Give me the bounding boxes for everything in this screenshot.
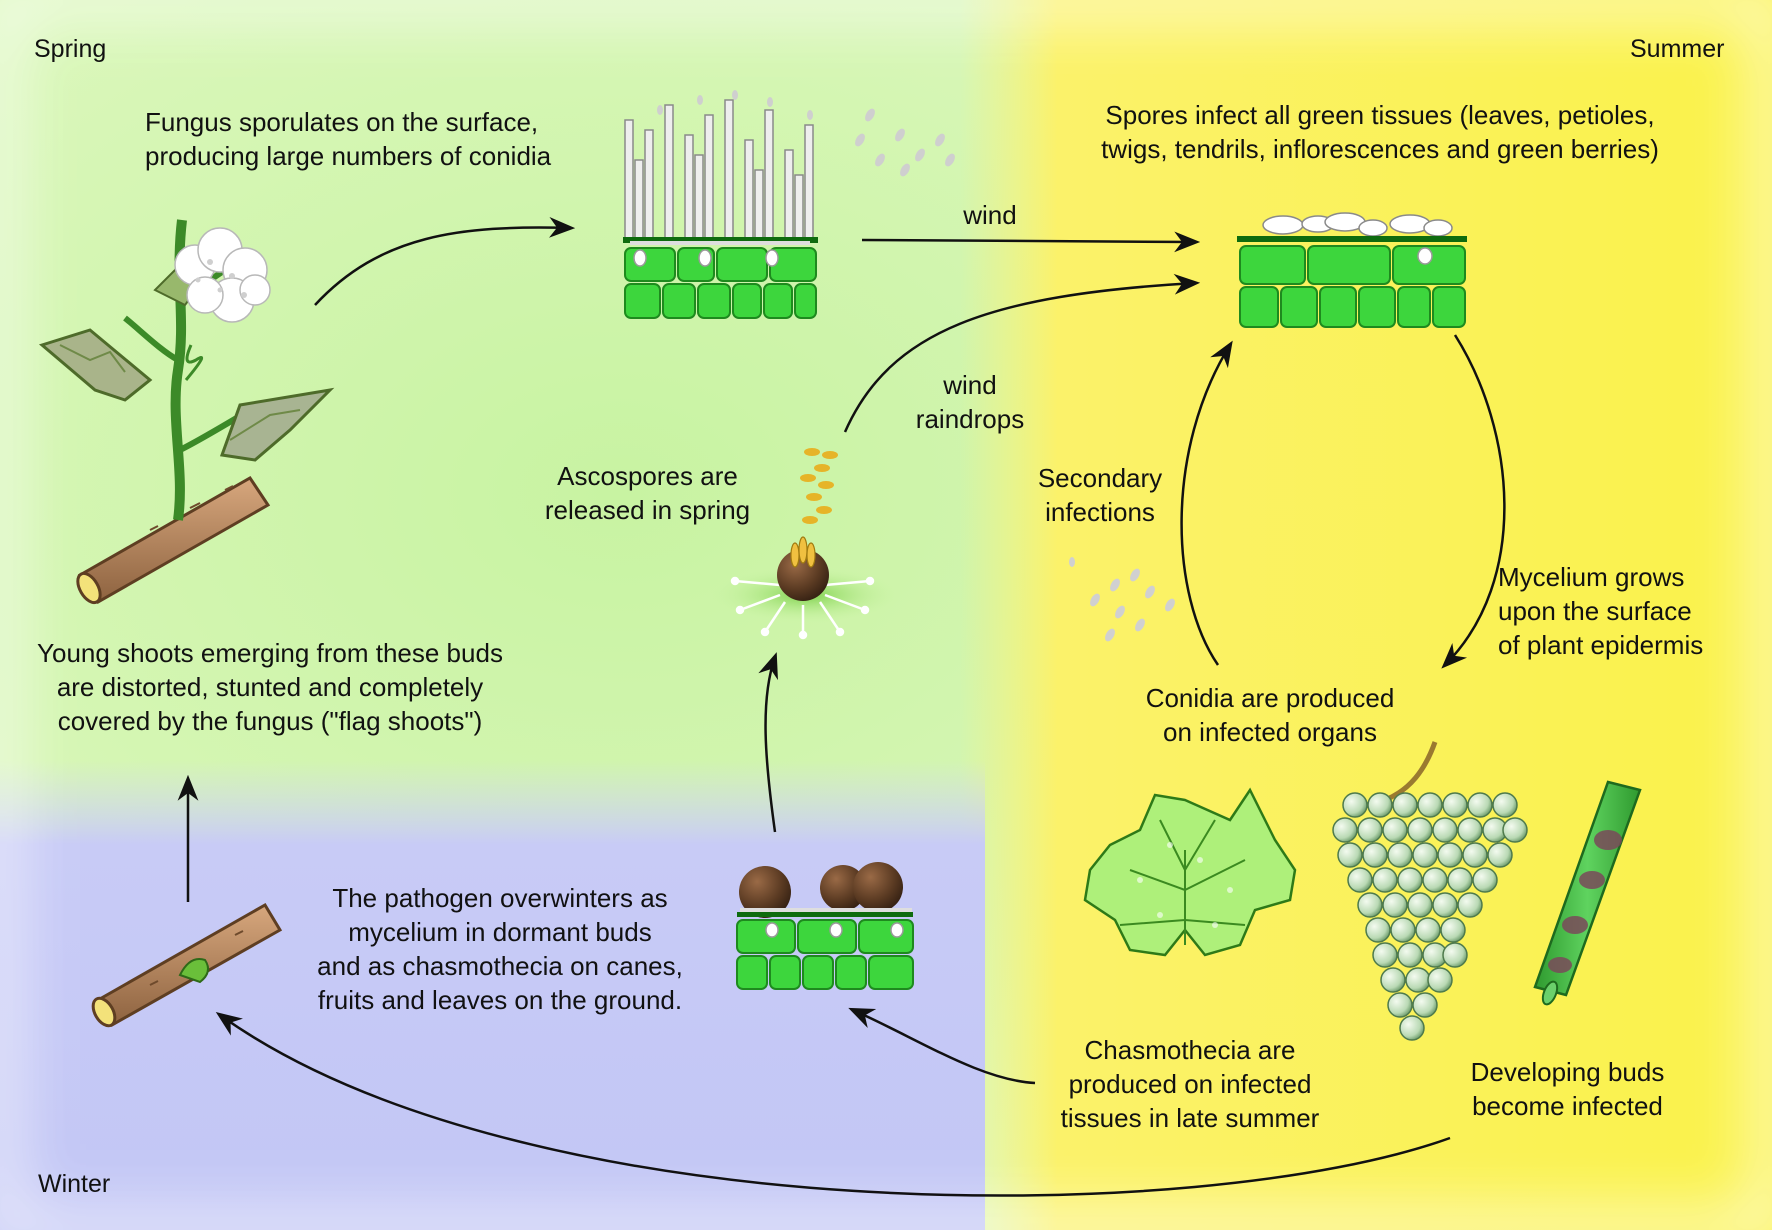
- grape-berry: [1387, 992, 1413, 1018]
- label-mycelium-grows: Mycelium grows upon the surface of plant…: [1498, 562, 1704, 660]
- arrow-infection-to-mycelium: [1441, 334, 1506, 669]
- grape-berry: [1440, 917, 1466, 943]
- overwintering-chasmothecia-illustration: [736, 862, 914, 990]
- grape-berry: [1397, 867, 1423, 893]
- grape-berry: [1467, 792, 1493, 818]
- grape-berry: [1492, 792, 1518, 818]
- grape-berry: [1447, 867, 1473, 893]
- grape-berry: [1357, 817, 1383, 843]
- grape-berry: [1412, 842, 1438, 868]
- grape-berry: [1427, 967, 1453, 993]
- arrow-buds-to-dormant: [215, 1011, 1451, 1197]
- grape-berry: [1347, 867, 1373, 893]
- grape-berry: [1457, 892, 1483, 918]
- label-wind-raindrops: wind raindrops: [915, 370, 1025, 434]
- label-young-shoots: Young shoots emerging from these buds ar…: [37, 638, 503, 736]
- grape-berry: [1380, 967, 1406, 993]
- grape-berry: [1415, 917, 1441, 943]
- infected-tissue-illustration: [1237, 212, 1467, 328]
- grape-berry: [1407, 892, 1433, 918]
- grape-berry: [1337, 842, 1363, 868]
- grape-berry: [1457, 817, 1483, 843]
- label-chasmothecia-produced: Chasmothecia are produced on infected ti…: [1060, 1035, 1320, 1133]
- infected-leaf-illustration: [1083, 787, 1297, 957]
- grape-berry: [1437, 842, 1463, 868]
- airborne-conidia: [1069, 557, 1175, 642]
- grape-berry: [1372, 942, 1398, 968]
- grape-berry: [1342, 792, 1368, 818]
- arrow-wind-to-infection: [861, 231, 1201, 253]
- grape-berry: [1332, 817, 1358, 843]
- arrow-secondary-infections: [1180, 340, 1233, 666]
- arrow-ascospores-to-infection: [843, 273, 1201, 433]
- grape-berry: [1417, 792, 1443, 818]
- grape-berry: [1390, 917, 1416, 943]
- summer-zone: [960, 0, 1772, 1230]
- season-label-spring: Spring: [34, 35, 107, 63]
- grape-berry: [1387, 842, 1413, 868]
- sporulating-tissue-illustration: [623, 90, 955, 319]
- grape-berry: [1382, 892, 1408, 918]
- grape-berry: [1382, 817, 1408, 843]
- arrow-winter-to-ascospores: [758, 652, 778, 833]
- grape-berry: [1422, 867, 1448, 893]
- label-wind: wind: [963, 200, 1017, 230]
- label-overwintering: The pathogen overwinters as mycelium in …: [317, 883, 683, 1015]
- grape-berry: [1487, 842, 1513, 868]
- season-label-winter: Winter: [38, 1170, 111, 1198]
- label-developing-buds: Developing buds become infected: [1470, 1057, 1665, 1121]
- grape-berry: [1442, 792, 1468, 818]
- season-label-summer: Summer: [1630, 35, 1725, 63]
- grape-berry: [1407, 817, 1433, 843]
- grape-berry: [1372, 867, 1398, 893]
- label-sporulation: Fungus sporulates on the surface, produc…: [145, 107, 552, 171]
- grape-berry: [1432, 817, 1458, 843]
- label-secondary-infections: Secondary infections: [1037, 463, 1163, 527]
- grape-berry: [1362, 842, 1388, 868]
- ascospore-release-illustration: [711, 448, 901, 640]
- grape-berry: [1405, 967, 1431, 993]
- grape-berry: [1397, 942, 1423, 968]
- grape-berry: [1442, 942, 1468, 968]
- grape-berry: [1412, 992, 1438, 1018]
- cycle-arrows: [177, 217, 1506, 1197]
- infected-shoot-illustration: [1533, 780, 1642, 1006]
- arrow-flagshoot-to-sporulation: [314, 217, 576, 306]
- grape-berry: [1392, 792, 1418, 818]
- grape-berry: [1432, 892, 1458, 918]
- grape-berry: [1472, 867, 1498, 893]
- label-conidia-produced: Conidia are produced on infected organs: [1145, 683, 1395, 747]
- grape-berry: [1365, 917, 1391, 943]
- label-ascospores-released: Ascospores are released in spring: [544, 461, 751, 525]
- arrow-chasmothecia-to-winter: [848, 1007, 1036, 1085]
- grape-berry: [1357, 892, 1383, 918]
- flag-shoot-illustration: [38, 219, 335, 605]
- grape-berry: [1367, 792, 1393, 818]
- dormant-cane-illustration: [91, 902, 283, 1028]
- label-infect-green-tissues: Spores infect all green tissues (leaves,…: [1101, 100, 1659, 164]
- grape-berry: [1462, 842, 1488, 868]
- grape-berry: [1399, 1015, 1425, 1041]
- infected-grape-bunch-illustration: [1332, 741, 1528, 1041]
- grape-berry: [1502, 817, 1528, 843]
